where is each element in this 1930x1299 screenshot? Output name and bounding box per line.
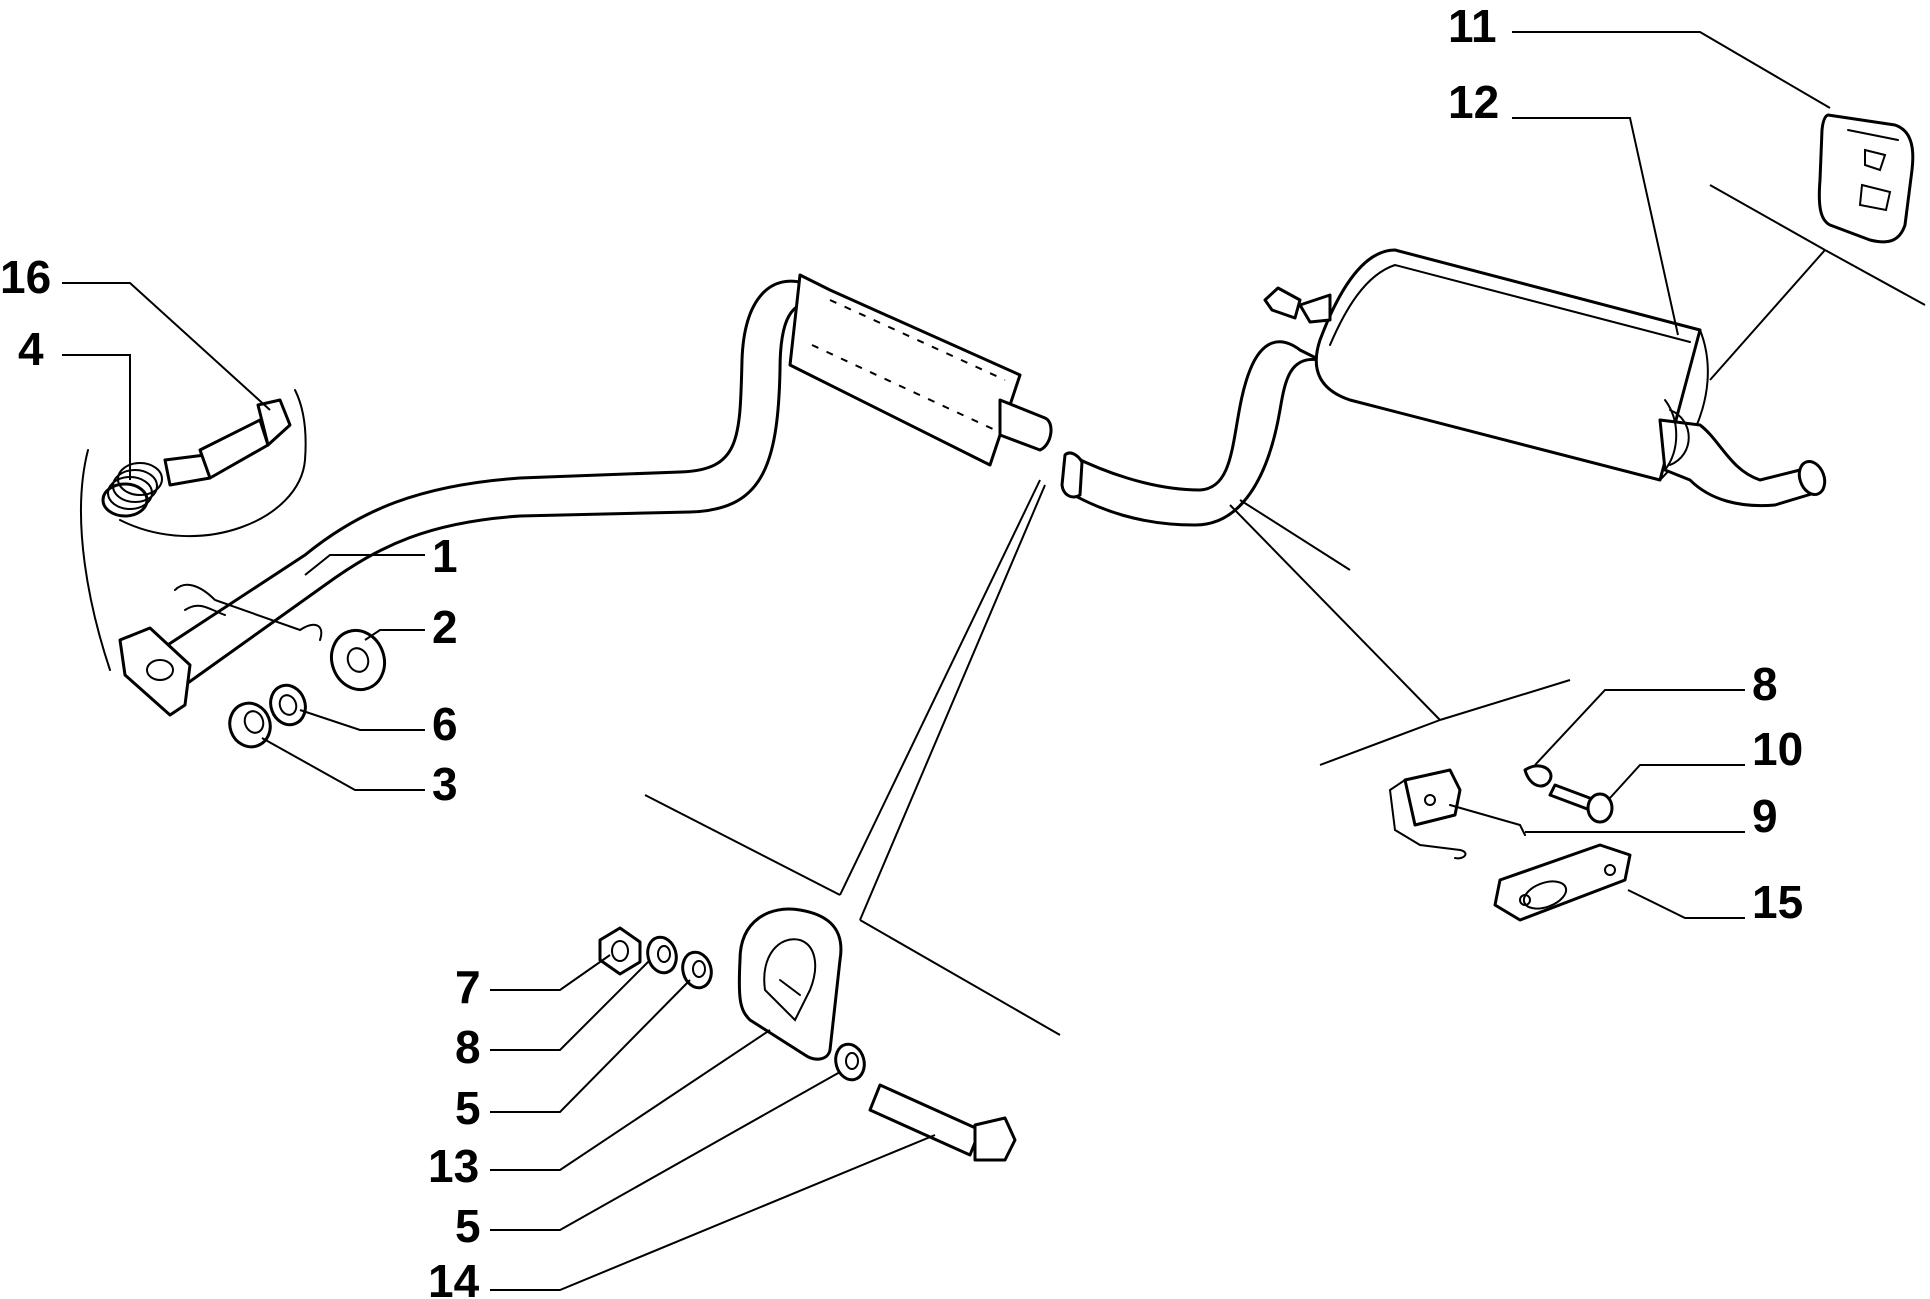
- callout-3: 3: [432, 758, 458, 810]
- flange-spring-and-stud-bolt: [80, 389, 307, 671]
- callout-16: 16: [0, 251, 51, 303]
- rear-bracket-and-mount: [1388, 764, 1632, 922]
- callout-labels: 16 4 1 2 6 3 7 8 5 13 5 14 11 12 8 10 9 …: [0, 0, 1803, 1299]
- explode-lines: [644, 184, 1926, 1036]
- callout-11: 11: [1448, 0, 1497, 52]
- callout-10: 10: [1752, 723, 1803, 775]
- callout-15: 15: [1752, 876, 1803, 928]
- callout-leaders: [62, 31, 1831, 1291]
- callout-8-rear: 8: [1752, 658, 1778, 710]
- callout-4: 4: [18, 323, 44, 375]
- callout-13: 13: [428, 1140, 479, 1192]
- rubber-mount-11: [1817, 113, 1915, 244]
- callout-1: 1: [432, 530, 458, 582]
- rear-silencer: [1060, 248, 1827, 527]
- callout-12: 12: [1448, 76, 1499, 128]
- gasket-washer-nut-set: [228, 628, 386, 749]
- callout-2: 2: [432, 601, 458, 653]
- callout-8-front: 8: [455, 1021, 481, 1073]
- callout-5-rear: 5: [455, 1200, 481, 1252]
- callout-6: 6: [432, 698, 458, 750]
- callout-9: 9: [1752, 790, 1778, 842]
- front-pipe-with-middle-silencer: [118, 273, 1053, 717]
- front-hanger-fastener-set: [598, 907, 1017, 1162]
- callout-7: 7: [455, 961, 481, 1013]
- callout-5-front: 5: [455, 1082, 481, 1134]
- callout-14: 14: [428, 1255, 480, 1299]
